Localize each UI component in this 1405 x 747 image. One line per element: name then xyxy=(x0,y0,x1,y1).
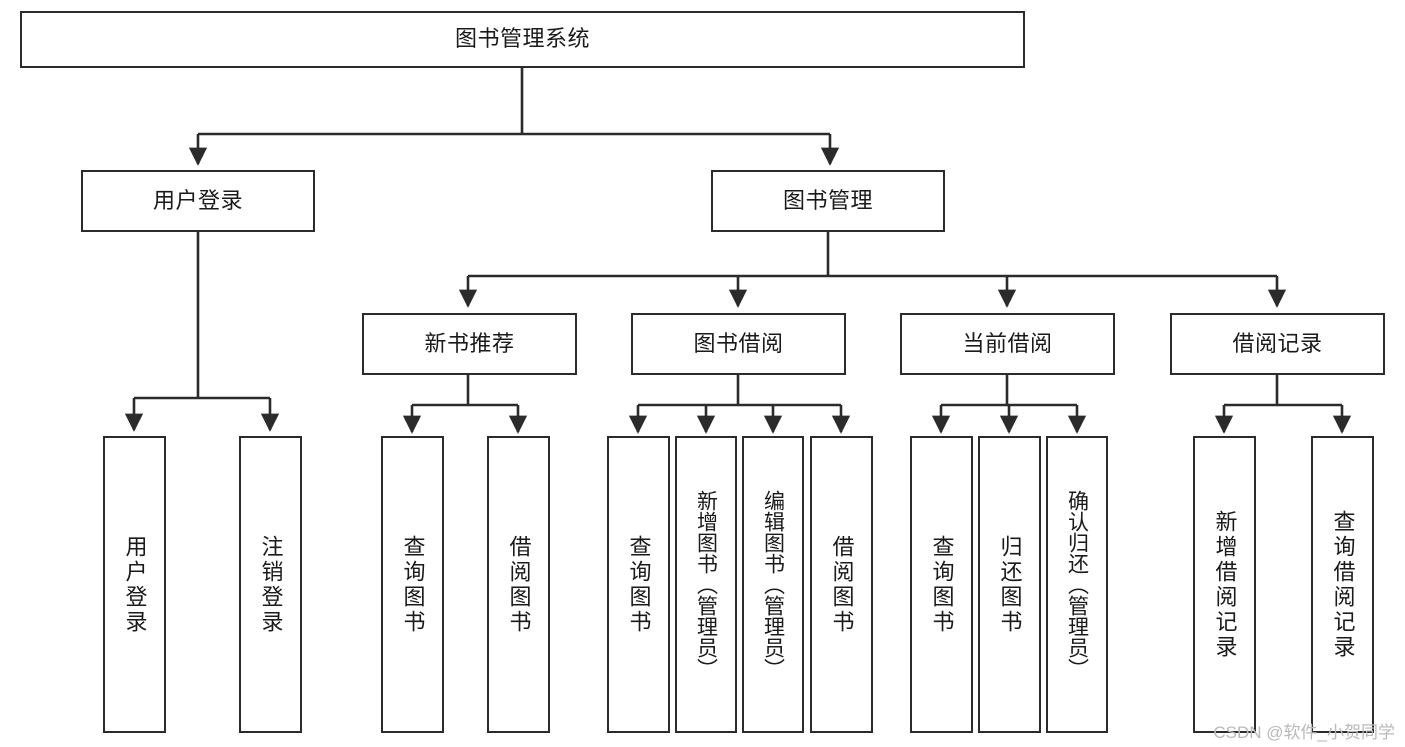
node-leaf-cur-query[interactable]: 查询图书 xyxy=(910,436,973,733)
node-user-login-label: 用户登录 xyxy=(152,187,243,213)
node-leaf-rec-search[interactable]: 查询借阅记录 xyxy=(1311,436,1374,733)
node-leaf-rec-search-label: 查询借阅记录 xyxy=(1330,509,1356,660)
node-leaf-cur-return[interactable]: 归还图书 xyxy=(978,436,1041,733)
node-leaf-borrow-query-label: 查询图书 xyxy=(626,534,652,635)
node-leaf-user-login[interactable]: 用户登录 xyxy=(103,436,166,733)
node-root[interactable]: 图书管理系统 xyxy=(20,11,1025,68)
node-leaf-borrow-add[interactable]: 新增图书（管理员） xyxy=(675,436,737,733)
node-leaf-borrow-edit-label: 编辑图书（管理员） xyxy=(761,490,785,679)
watermark-text: CSDN @软件_小贺同学 xyxy=(1213,723,1395,742)
node-leaf-cur-confirm[interactable]: 确认归还（管理员） xyxy=(1046,436,1108,733)
node-current-borrow-label: 当前借阅 xyxy=(962,330,1053,356)
node-book-borrow[interactable]: 图书借阅 xyxy=(631,313,846,375)
node-leaf-rec-borrow[interactable]: 借阅图书 xyxy=(487,436,550,733)
node-book-manage[interactable]: 图书管理 xyxy=(711,170,945,232)
node-user-login[interactable]: 用户登录 xyxy=(81,170,315,232)
node-leaf-rec-add[interactable]: 新增借阅记录 xyxy=(1193,436,1256,733)
node-leaf-rec-add-label: 新增借阅记录 xyxy=(1212,509,1238,660)
node-leaf-cur-query-label: 查询图书 xyxy=(929,534,955,635)
node-leaf-cur-return-label: 归还图书 xyxy=(997,534,1023,635)
node-leaf-borrow-do-label: 借阅图书 xyxy=(829,534,855,635)
node-book-manage-label: 图书管理 xyxy=(782,187,873,213)
node-current-borrow[interactable]: 当前借阅 xyxy=(900,313,1115,375)
node-leaf-borrow-do[interactable]: 借阅图书 xyxy=(810,436,873,733)
node-leaf-user-logout[interactable]: 注销登录 xyxy=(239,436,302,733)
node-leaf-borrow-add-label: 新增图书（管理员） xyxy=(694,490,718,679)
node-borrow-record[interactable]: 借阅记录 xyxy=(1170,313,1385,375)
node-leaf-rec-query[interactable]: 查询图书 xyxy=(381,436,444,733)
node-leaf-user-logout-label: 注销登录 xyxy=(258,534,284,635)
node-book-borrow-label: 图书借阅 xyxy=(693,330,784,356)
node-leaf-borrow-query[interactable]: 查询图书 xyxy=(607,436,670,733)
node-leaf-cur-confirm-label: 确认归还（管理员） xyxy=(1065,490,1089,679)
node-leaf-rec-borrow-label: 借阅图书 xyxy=(506,534,532,635)
node-leaf-borrow-edit[interactable]: 编辑图书（管理员） xyxy=(742,436,804,733)
node-borrow-record-label: 借阅记录 xyxy=(1232,330,1323,356)
node-root-label: 图书管理系统 xyxy=(454,26,590,52)
node-new-book-rec[interactable]: 新书推荐 xyxy=(362,313,577,375)
node-leaf-user-login-label: 用户登录 xyxy=(122,534,148,635)
node-leaf-rec-query-label: 查询图书 xyxy=(400,534,426,635)
node-new-book-rec-label: 新书推荐 xyxy=(424,330,515,356)
